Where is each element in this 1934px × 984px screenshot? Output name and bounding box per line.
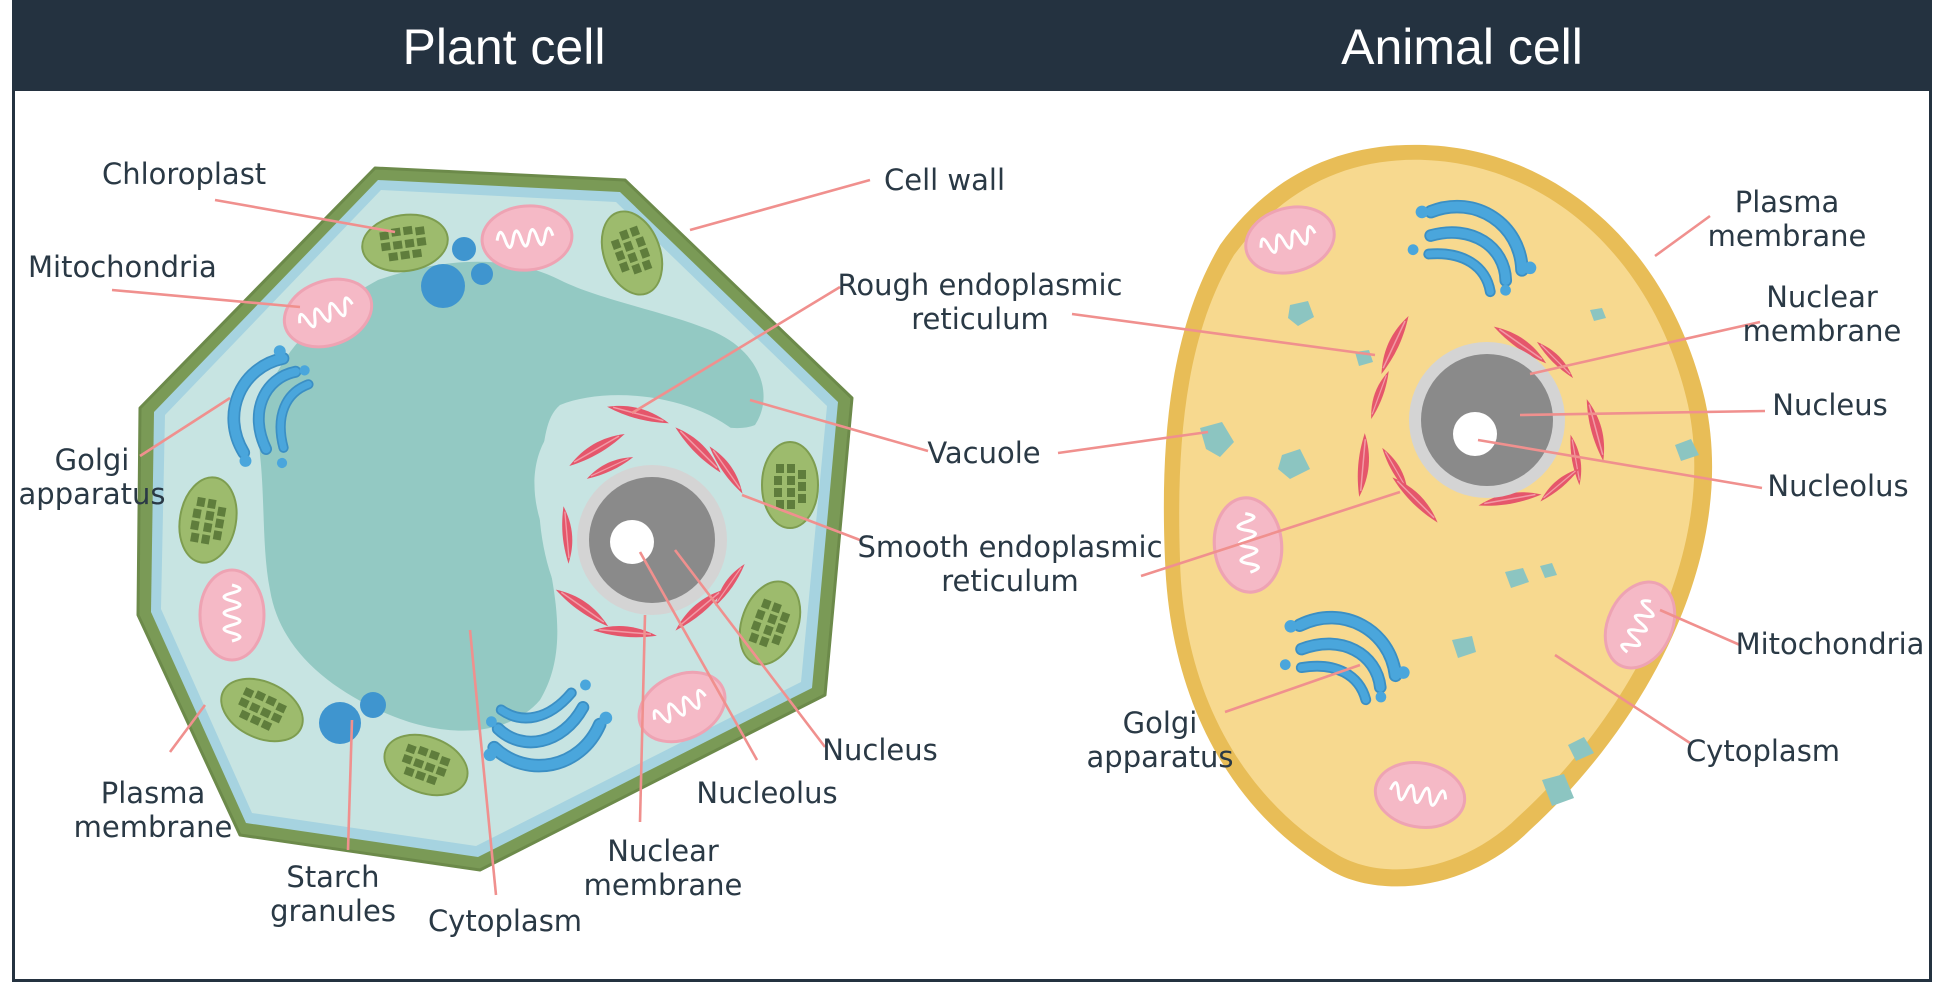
label-animal-golgi-line2: apparatus [1087,740,1234,774]
label-rough-er-line2: reticulum [911,302,1049,336]
label-animal-mitochondria: Mitochondria [1736,627,1925,661]
animal-nucleus [1409,342,1565,498]
label-nuclear-membrane-line2: membrane [584,868,743,902]
animal-vesicles [1200,301,1699,806]
animal-cell-title: Animal cell [1341,19,1583,75]
header-bar: Plant cell Animal cell [12,0,1932,91]
animal-labels: Plasma membrane Nuclear membrane Nucleus… [1087,185,1925,774]
label-starch-line2: granules [270,894,396,928]
label-animal-plasma-line2: membrane [1708,219,1867,253]
shared-labels: Rough endoplasmic reticulum Vacuole Smoo… [838,268,1163,598]
label-vacuole: Vacuole [927,436,1040,470]
label-cytoplasm: Cytoplasm [428,904,582,938]
label-cell-wall: Cell wall [884,163,1005,197]
label-animal-golgi-line1: Golgi [1123,706,1198,740]
label-smooth-er-line2: reticulum [941,564,1079,598]
label-animal-nucleus: Nucleus [1772,388,1887,422]
label-starch-line1: Starch [286,860,379,894]
label-smooth-er-line1: Smooth endoplasmic [857,530,1162,564]
plant-cell-title: Plant cell [402,19,606,75]
label-rough-er-line1: Rough endoplasmic [838,268,1123,302]
label-golgi-line2: apparatus [19,477,166,511]
label-nucleus: Nucleus [822,733,937,767]
label-animal-nuclear-line1: Nuclear [1766,280,1878,314]
label-mitochondria: Mitochondria [28,250,217,284]
label-chloroplast: Chloroplast [102,157,266,191]
label-animal-plasma-line1: Plasma [1735,185,1839,219]
label-animal-nucleolus: Nucleolus [1767,469,1908,503]
plant-labels: Chloroplast Mitochondria Golgi apparatus… [19,157,1005,938]
animal-cytoplasm [1179,159,1695,870]
label-nucleolus: Nucleolus [696,776,837,810]
label-plasma-membrane-line2: membrane [74,810,233,844]
label-nuclear-membrane-line1: Nuclear [607,834,719,868]
plant-vacuole [259,261,764,731]
label-animal-nuclear-line2: membrane [1743,314,1902,348]
animal-cell [1163,144,1713,887]
plant-nucleus [577,465,727,615]
label-golgi-line1: Golgi [55,443,130,477]
plant-cell [136,166,854,872]
label-lines [111,178,1766,896]
label-plasma-membrane-line1: Plasma [101,776,205,810]
label-animal-cytoplasm: Cytoplasm [1686,734,1840,768]
